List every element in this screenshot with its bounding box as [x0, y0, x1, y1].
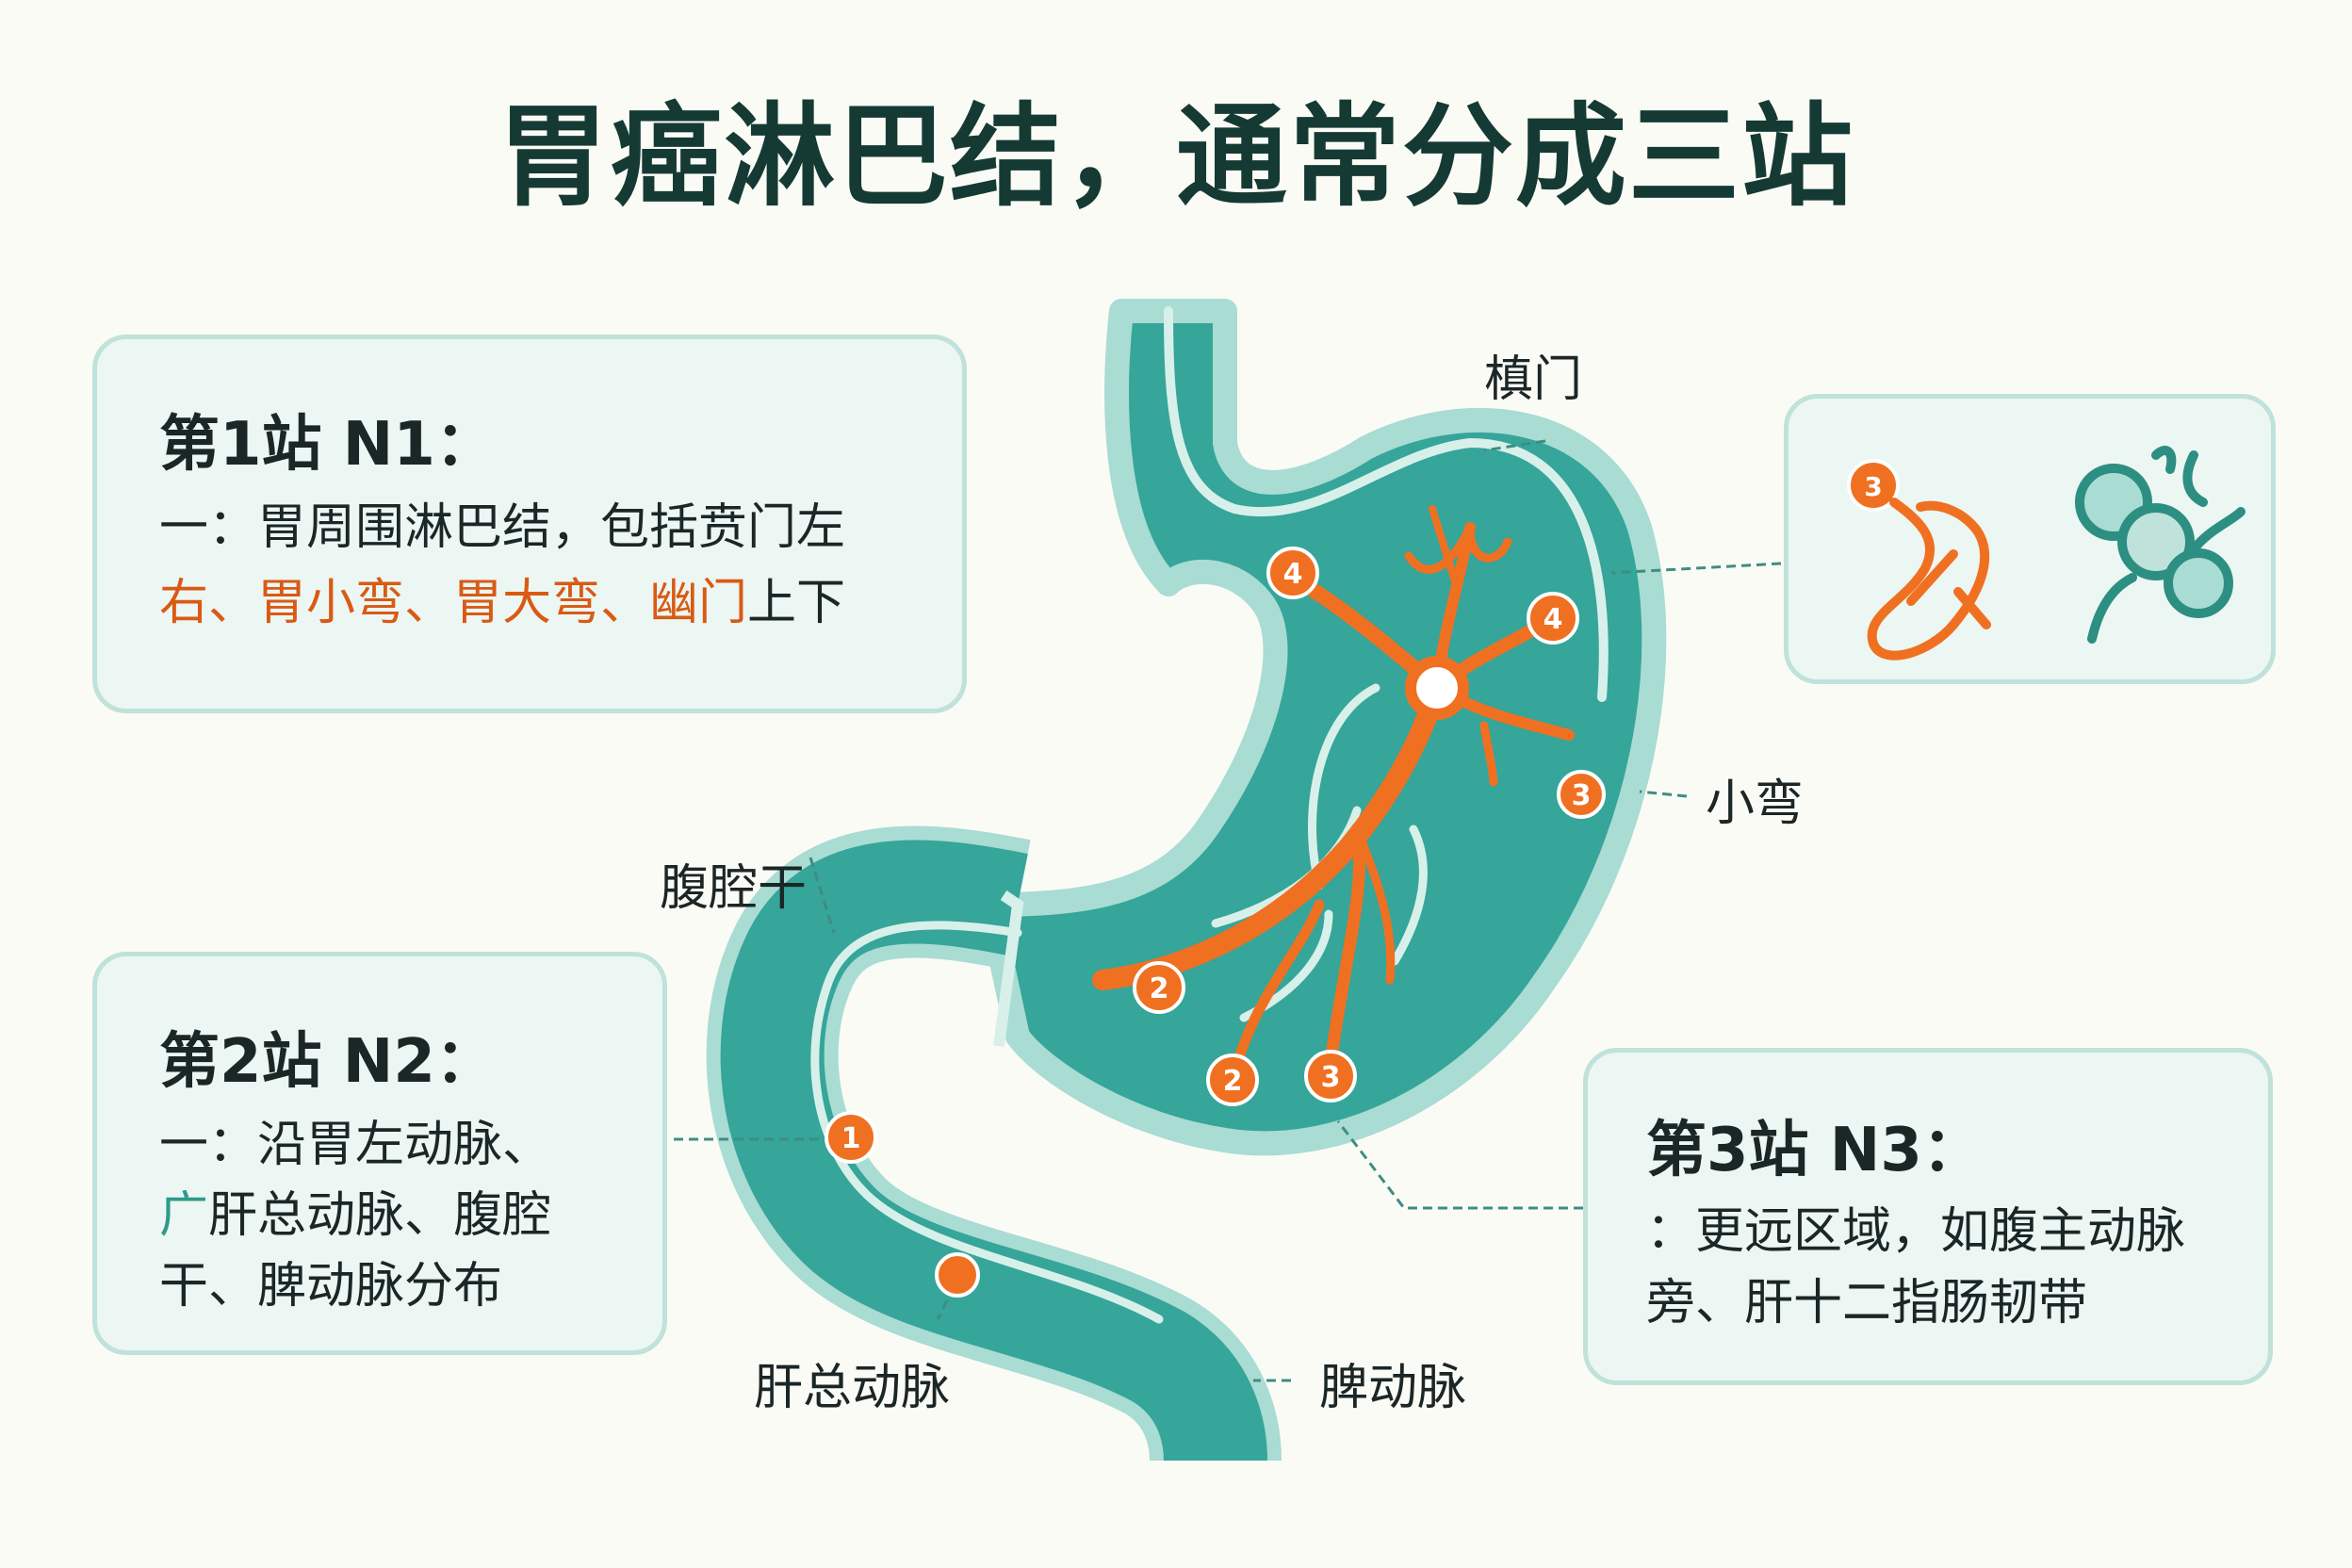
station3-line2: 旁、肝十二指肠韧带	[1646, 1275, 2088, 1331]
svg-text:1: 1	[841, 1122, 861, 1155]
svg-text:2: 2	[1150, 972, 1169, 1005]
label-cardia: 槙门	[1484, 351, 1583, 408]
stomach-shape	[706, 299, 1667, 1462]
label-common-hepatic-artery: 肝总动脉	[754, 1360, 951, 1416]
node-badge-4-right: 4	[1527, 592, 1579, 645]
celiac-node-icon	[1405, 656, 1469, 720]
node-badge-small-duodenum	[935, 1252, 980, 1298]
station2-card: 第2站 N2： 一：沿胃左动脉、 广肝总动脉、腹腔 干、脾动脉分布	[92, 952, 667, 1355]
station1-line2: 右、胃小弯、胃大弯、幽门上下	[159, 565, 845, 641]
station1-card: 第1站 N1： 一：胃周围淋巴结，包括贲门左 右、胃小弯、胃大弯、幽门上下	[92, 335, 967, 713]
node-badge-3-right: 3	[1557, 770, 1606, 819]
station1-line2-rest: 上下	[747, 575, 846, 631]
station1-highlight: 右、胃小弯、胃大弯、幽门	[159, 575, 748, 631]
label-celiac-trunk: 腹腔干	[660, 860, 808, 917]
svg-text:3: 3	[1321, 1061, 1341, 1094]
station2-title: 第2站 N2：	[159, 1027, 496, 1097]
svg-text:3: 3	[1864, 471, 1882, 502]
leader-lines	[674, 439, 1782, 1382]
node-badge-4-left: 4	[1266, 547, 1319, 599]
svg-text:4: 4	[1283, 558, 1303, 591]
station3-line1: ：更远区域，如腹主动脉	[1646, 1203, 2186, 1260]
label-lesser-curvature: 小弯	[1706, 776, 1805, 832]
page-title: 胃癌淋巴结，通常分成三站	[497, 91, 1854, 221]
svg-text:2: 2	[1223, 1065, 1243, 1098]
station2-line3: 干、脾动脉分布	[159, 1258, 503, 1315]
node-badge-1-duodenum: 1	[825, 1111, 877, 1164]
legend-icons: 3	[1847, 446, 2246, 661]
lymph-node-cluster-icon	[2075, 446, 2246, 644]
node-badge-2-left: 2	[1133, 961, 1185, 1014]
station2-mark: 广	[159, 1187, 209, 1244]
station3-card: 第3站 N3： ：更远区域，如腹主动脉 旁、肝十二指肠韧带	[1583, 1048, 2273, 1385]
station2-line2: 广肝总动脉、腹腔	[159, 1178, 551, 1253]
node-badge-3-bottom: 3	[1304, 1050, 1357, 1102]
vessel-node-icon	[1847, 459, 1991, 661]
svg-text:4: 4	[1544, 603, 1563, 636]
station3-title: 第3站 N3：	[1646, 1116, 1983, 1185]
station2-line2-rest: 肝总动脉、腹腔	[208, 1187, 552, 1244]
svg-text:3: 3	[1572, 779, 1592, 812]
station2-line1: 一：沿胃左动脉、	[159, 1117, 552, 1173]
station1-title: 第1站 N1：	[159, 410, 496, 480]
label-splenic-artery: 脾动脉	[1319, 1360, 1467, 1416]
legend-card: 3	[1784, 394, 2276, 684]
node-badge-2-bottom: 2	[1206, 1054, 1259, 1106]
station1-line1: 一：胃周围淋巴结，包括贲门左	[159, 499, 846, 556]
